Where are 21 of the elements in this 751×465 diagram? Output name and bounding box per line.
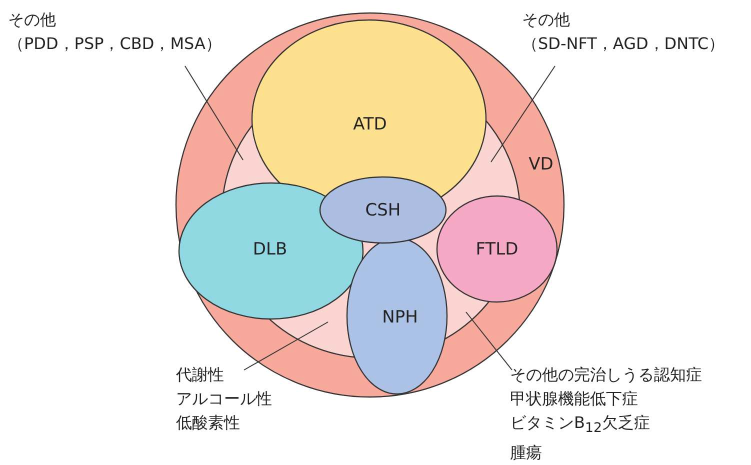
annotation-text: その他の完治しうる認知症 (510, 364, 702, 386)
annotation-text: （PDD，PSP，CBD，MSA） (8, 33, 222, 55)
annotation-text: ビタミンB$_{12}$欠乏症 (510, 412, 650, 438)
annotation-text: 腫瘍 (510, 442, 542, 464)
disease-label: VD (528, 156, 554, 174)
disease-label: NPH (382, 310, 418, 326)
annotation-text: 代謝性 (176, 364, 224, 386)
disease-label: ATD (353, 116, 387, 134)
annotation-text: 低酸素性 (176, 412, 240, 434)
annotation-text: アルコール性 (176, 388, 272, 410)
leader-line (244, 322, 328, 370)
disease-label: DLB (252, 242, 288, 258)
annotation-text: その他 (522, 9, 570, 31)
annotation-text: 甲状腺機能低下症 (510, 388, 638, 410)
disease-label: CSH (365, 202, 401, 220)
annotation-text: （SD-NFT，AGD，DNTC） (522, 33, 725, 55)
leader-line (490, 66, 556, 162)
leader-line (184, 66, 244, 160)
disease-label: FTLD (476, 242, 518, 258)
leader-line (466, 312, 512, 370)
annotation-text: その他 (8, 9, 56, 31)
